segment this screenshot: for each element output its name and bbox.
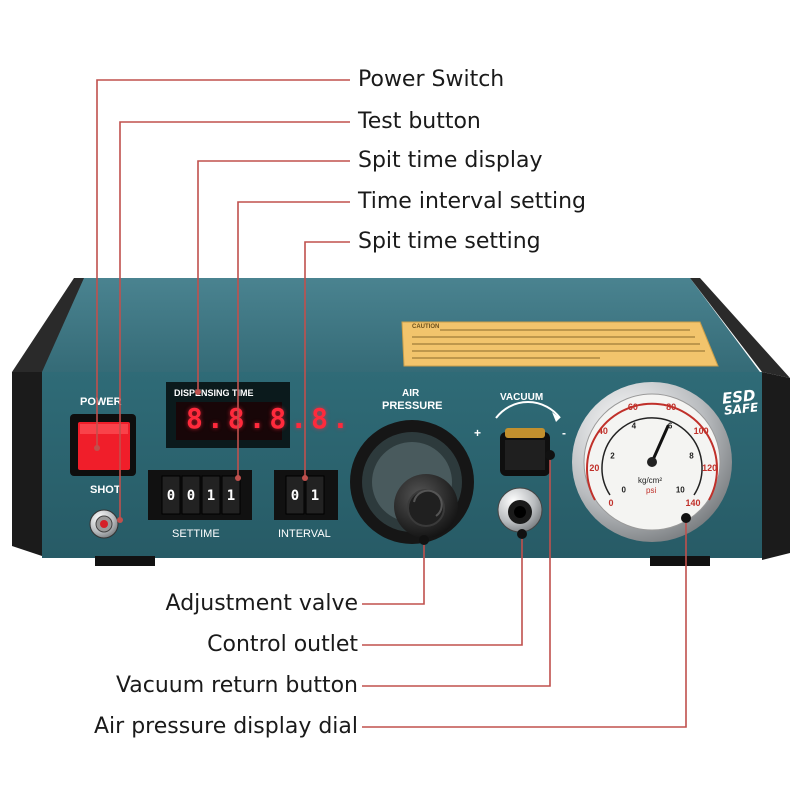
settime-digit[interactable]: 1 bbox=[226, 488, 236, 504]
dispensing-time-label: DISPENSING TIME bbox=[174, 388, 254, 398]
callout-air-pressure-dial: Air pressure display dial bbox=[94, 714, 358, 739]
control-outlet bbox=[497, 487, 543, 533]
power-label: POWER bbox=[80, 396, 122, 408]
gauge-tick-label: 0 bbox=[621, 485, 626, 495]
air-label: AIR bbox=[402, 388, 420, 399]
vacuum-minus: - bbox=[562, 426, 566, 440]
right-rail-top bbox=[690, 278, 790, 378]
settime-digit[interactable]: 0 bbox=[186, 488, 196, 504]
vacuum-label: VACUUM bbox=[500, 392, 544, 403]
gauge-tick-label: 8 bbox=[689, 451, 694, 461]
gauge-tick-label: 20 bbox=[589, 463, 600, 474]
settime-label: SETTIME bbox=[172, 528, 220, 540]
callout-test-button: Test button bbox=[358, 109, 481, 134]
interval-digit[interactable]: 0 bbox=[290, 488, 300, 504]
gauge-tick-label: 2 bbox=[610, 451, 615, 461]
interval-label: INTERVAL bbox=[278, 528, 331, 540]
right-rail bbox=[762, 372, 790, 560]
callout-spit-time-display: Spit time display bbox=[358, 148, 543, 173]
callout-vacuum-return-button: Vacuum return button bbox=[115, 673, 358, 698]
caution-sticker bbox=[401, 321, 719, 367]
gauge-tick-label: 140 bbox=[685, 498, 701, 508]
air-pressure-gauge bbox=[572, 382, 732, 542]
callout-power-switch: Power Switch bbox=[358, 67, 505, 92]
interval-digit[interactable]: 1 bbox=[310, 488, 320, 504]
shot-label: SHOT bbox=[90, 484, 121, 496]
callout-spit-time-setting: Spit time setting bbox=[358, 229, 541, 254]
foot-right bbox=[650, 556, 710, 566]
adjustment-valve bbox=[350, 420, 474, 544]
gauge-tick-label: 100 bbox=[693, 426, 709, 437]
spit-time-readout: 8.8.8.8. bbox=[186, 402, 353, 435]
gauge-unit-kg: kg/cm² bbox=[638, 476, 662, 485]
caution-label: CAUTION bbox=[412, 324, 440, 330]
gauge-unit-psi: psi bbox=[646, 486, 657, 495]
gauge-tick-label: 80 bbox=[666, 402, 677, 413]
callout-adjustment-valve: Adjustment valve bbox=[165, 591, 358, 616]
gauge-tick-label: 4 bbox=[631, 421, 637, 431]
gauge-tick-label: 40 bbox=[597, 426, 608, 437]
gauge-tick-label: 10 bbox=[675, 485, 685, 495]
gauge-tick-label: 0 bbox=[608, 498, 614, 508]
interval-thumbwheel bbox=[274, 470, 338, 520]
gauge-tick-label: 60 bbox=[627, 402, 638, 413]
settime-digit[interactable]: 0 bbox=[166, 488, 176, 504]
left-rail bbox=[12, 372, 42, 556]
test-button bbox=[89, 509, 119, 539]
settime-digit[interactable]: 1 bbox=[206, 488, 216, 504]
gauge-tick-label: 120 bbox=[702, 463, 718, 474]
callout-control-outlet: Control outlet bbox=[207, 632, 358, 657]
foot-left bbox=[95, 556, 155, 566]
vacuum-plus: + bbox=[474, 426, 482, 440]
callout-time-interval-setting: Time interval setting bbox=[358, 189, 586, 214]
gauge-tick-label: 6 bbox=[667, 421, 673, 431]
left-rail-top bbox=[12, 278, 84, 372]
power-button bbox=[70, 414, 136, 476]
pressure-label: PRESSURE bbox=[382, 400, 443, 412]
